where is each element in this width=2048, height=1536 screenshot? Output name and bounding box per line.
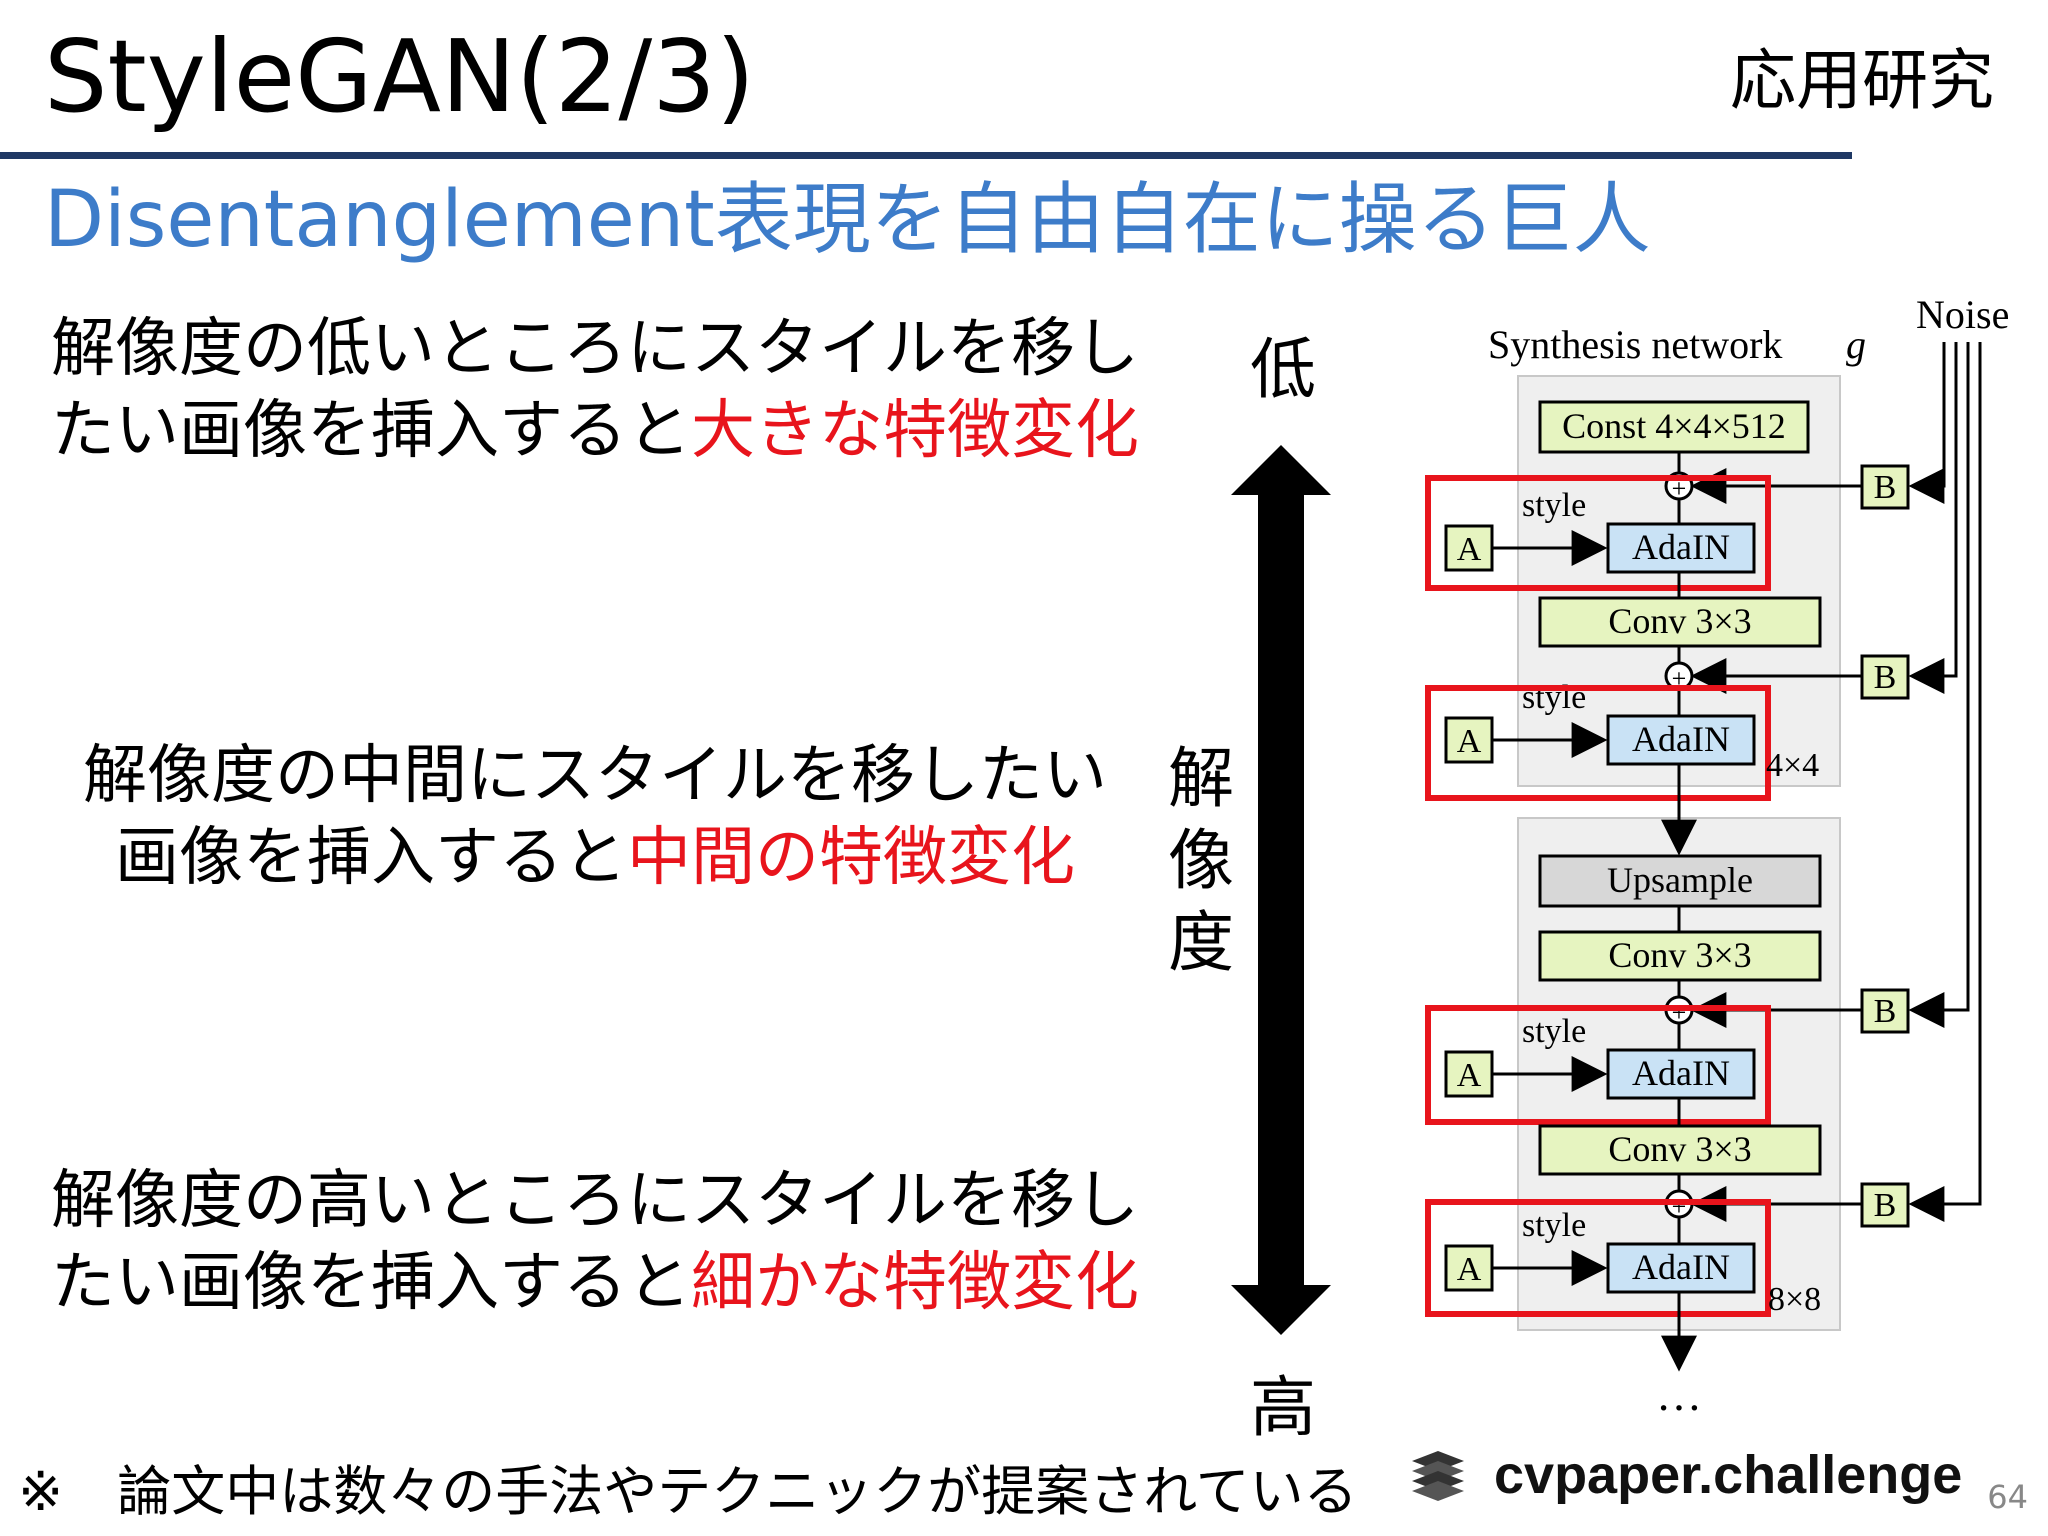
adain-label: AdaIN xyxy=(1632,1247,1730,1287)
conv-label: Conv 3×3 xyxy=(1608,1129,1751,1169)
style-label: style xyxy=(1522,487,1586,524)
text-block-high: 解像度の高いところにスタイルを移し たい画像を挿入すると細かな特徴変化 xyxy=(40,1160,1150,1324)
plus-sign: + xyxy=(1672,1192,1687,1221)
adain-box xyxy=(1606,1048,1756,1100)
scale-high-label: 高 xyxy=(1250,1369,1316,1446)
logo-text: cvpaper.challenge xyxy=(1494,1445,1963,1505)
axis-char: 度 xyxy=(1168,904,1234,981)
b-label: B xyxy=(1874,993,1897,1030)
title-rule xyxy=(0,152,1852,159)
slide-title: StyleGAN(2/3) xyxy=(44,18,755,135)
resolution-label: 8×8 xyxy=(1768,1281,1821,1318)
block-line: 解像度の高いところにスタイルを移し xyxy=(51,1164,1139,1238)
plus-sign: + xyxy=(1672,998,1687,1027)
stacked-layers-icon xyxy=(1412,1451,1464,1501)
const-label: Const 4×4×512 xyxy=(1562,406,1786,446)
b-box xyxy=(1860,654,1910,700)
a-label: A xyxy=(1457,1251,1482,1288)
noise-line xyxy=(1940,342,1982,1206)
axis-char: 解 xyxy=(1168,740,1234,817)
block-line: 解像度の中間にスタイルを移したい xyxy=(83,739,1107,813)
adain-box xyxy=(1606,1242,1756,1294)
slide-category: 応用研究 xyxy=(1730,42,1994,119)
style-label: style xyxy=(1522,1013,1586,1050)
highlight-text: 細かな特徴変化 xyxy=(691,1246,1139,1320)
double-arrow-icon xyxy=(1231,445,1331,1335)
noise-line xyxy=(1940,342,1958,678)
block-text: たい画像を挿入すると xyxy=(51,1246,691,1320)
style-label: style xyxy=(1522,679,1586,716)
text-block-mid: 解像度の中間にスタイルを移したい 画像を挿入すると中間の特徴変化 xyxy=(40,735,1150,899)
adain-box xyxy=(1606,714,1756,766)
highlight-text: 大きな特徴変化 xyxy=(691,394,1139,468)
synthesis-network-diagram: Synthesis network g Noise Const 4×4×512 … xyxy=(1425,292,2009,1420)
diagram-title: Synthesis network xyxy=(1488,322,1782,367)
b-label: B xyxy=(1874,469,1897,506)
diagram-title-var: g xyxy=(1846,322,1866,367)
highlight-box xyxy=(1425,475,1771,591)
logo: cvpaper.challenge xyxy=(1406,1430,1962,1520)
highlight-box xyxy=(1425,1005,1771,1125)
plus-sign: + xyxy=(1672,474,1687,503)
highlight-box xyxy=(1425,1199,1771,1317)
adain-label: AdaIN xyxy=(1632,1053,1730,1093)
noise-line xyxy=(1940,342,1946,488)
block-text: 画像を挿入すると xyxy=(115,821,627,895)
const-box xyxy=(1538,400,1810,454)
b-box xyxy=(1860,464,1910,510)
highlight-text: 中間の特徴変化 xyxy=(627,821,1075,895)
slide-subtitle: Disentanglement表現を自由自在に操る巨人 xyxy=(44,175,1651,265)
adain-box xyxy=(1606,522,1756,574)
b-label: B xyxy=(1874,659,1897,696)
conv-label: Conv 3×3 xyxy=(1608,601,1751,641)
ellipsis: … xyxy=(1656,1369,1702,1420)
conv-box xyxy=(1538,930,1822,982)
block-text: たい画像を挿入すると xyxy=(51,394,691,468)
block-line: 解像度の低いところにスタイルを移し xyxy=(51,312,1139,386)
text-block-low: 解像度の低いところにスタイルを移し たい画像を挿入すると大きな特徴変化 xyxy=(40,308,1150,472)
style-label: style xyxy=(1522,1207,1586,1244)
adain-label: AdaIN xyxy=(1632,719,1730,759)
scale-low-label: 低 xyxy=(1250,331,1316,408)
b-box xyxy=(1860,988,1910,1034)
highlight-box xyxy=(1425,685,1771,801)
block-line: 画像を挿入すると中間の特徴変化 xyxy=(40,817,1150,899)
footnote: ※ 論文中は数々の手法やテクニックが提案されている xyxy=(18,1460,1358,1523)
a-label: A xyxy=(1457,1057,1482,1094)
adain-label: AdaIN xyxy=(1632,527,1730,567)
conv-box xyxy=(1538,596,1822,648)
a-label: A xyxy=(1457,723,1482,760)
noise-label: Noise xyxy=(1916,292,2009,337)
a-label: A xyxy=(1457,531,1482,568)
conv-label: Conv 3×3 xyxy=(1608,935,1751,975)
block-line: たい画像を挿入すると大きな特徴変化 xyxy=(40,390,1150,472)
upsample-label: Upsample xyxy=(1607,860,1753,900)
resolution-label: 4×4 xyxy=(1766,747,1819,784)
block-line: たい画像を挿入すると細かな特徴変化 xyxy=(40,1242,1150,1324)
page-number: 64 xyxy=(1987,1478,2028,1516)
b-label: B xyxy=(1874,1187,1897,1224)
conv-box xyxy=(1538,1124,1822,1176)
axis-char: 像 xyxy=(1168,822,1234,899)
resolution-axis-label: 解 像 度 xyxy=(1166,738,1236,984)
b-box xyxy=(1860,1182,1910,1228)
